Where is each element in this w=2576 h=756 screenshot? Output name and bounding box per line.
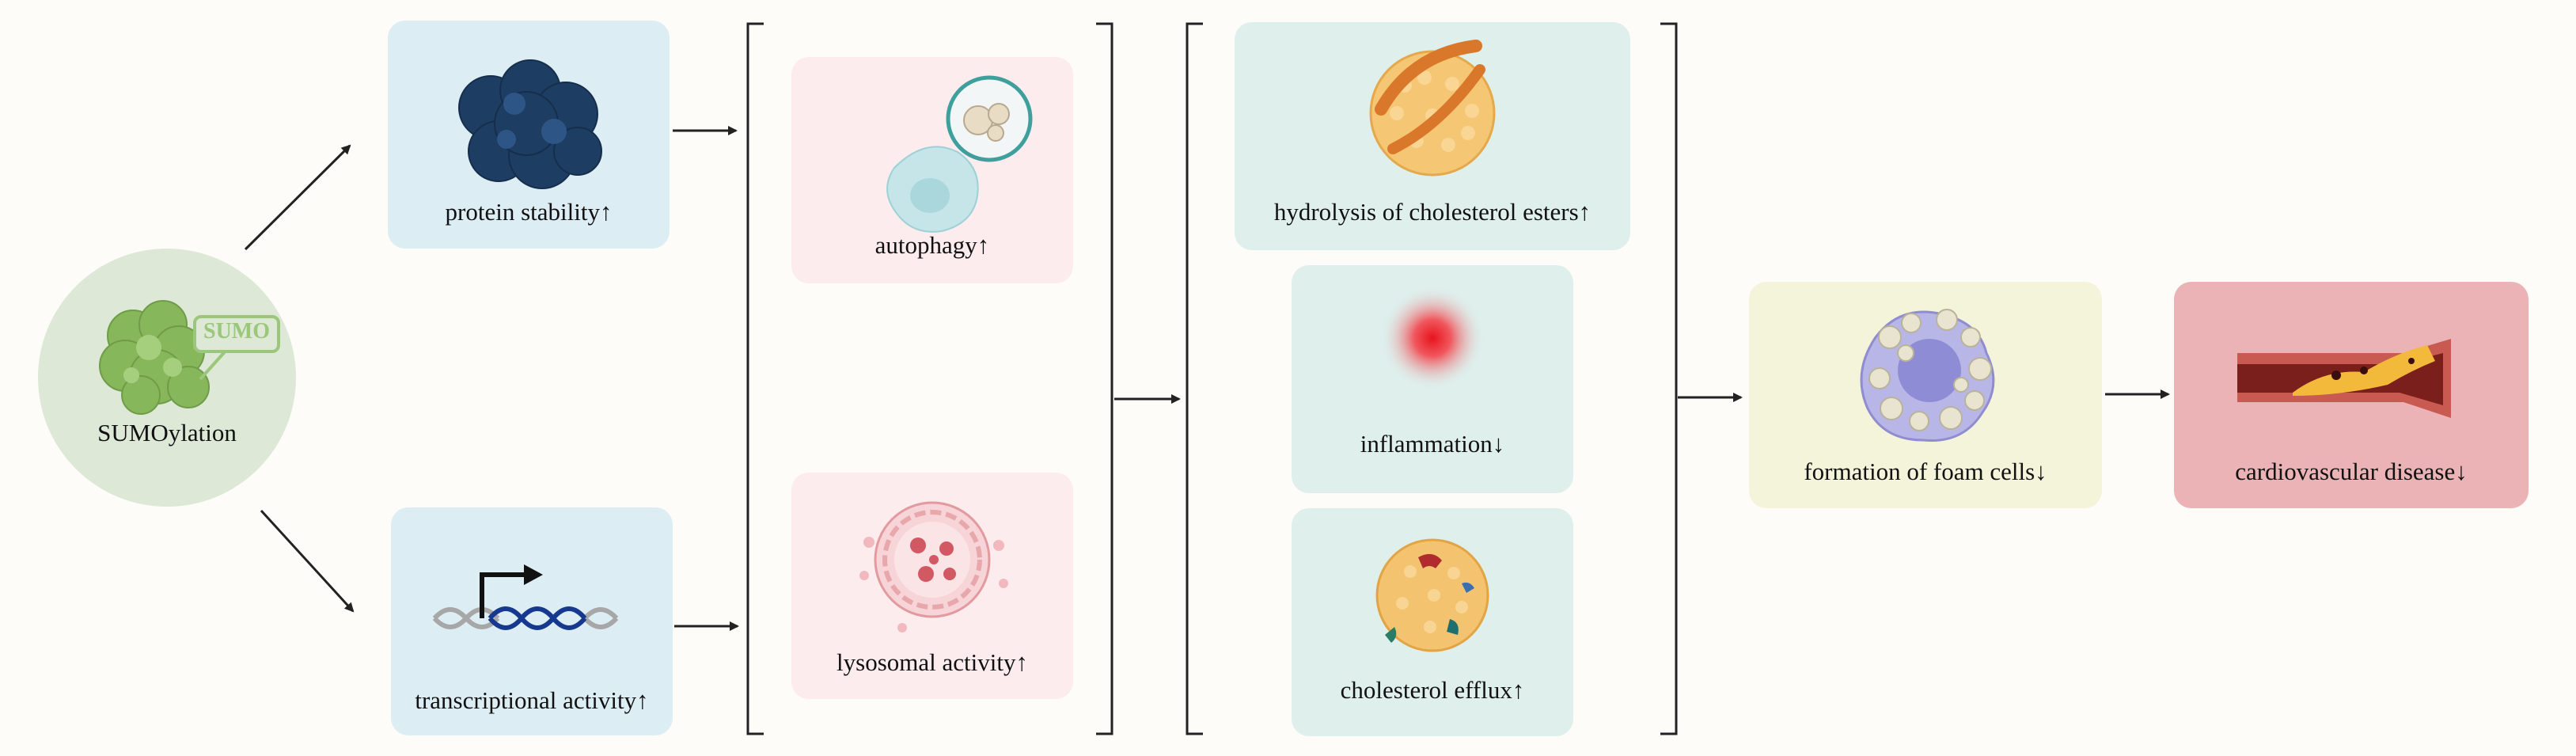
autophagy-label: autophagy↑ [874,231,990,259]
arrow-sumo-to-transcription [260,509,355,613]
protein-cluster-icon [458,59,602,189]
bracket-left-1 [746,22,764,735]
foam-cells-box: formation of foam cells↓ [1749,282,2102,508]
sumo-protein-icon [99,300,280,415]
inflammation-box: inflammation↓ [1292,265,1573,493]
protein-stability-label: protein stability↑ [445,198,613,226]
sumoylation-label: SUMOylation [97,419,237,446]
bracket-left-2 [1186,22,1203,735]
lysosomal-activity-box: lysosomal activity↑ [791,473,1073,699]
autophagy-cell-icon [886,75,1033,233]
bracket-right-2 [1660,22,1678,735]
transcriptional-activity-label: transcriptional activity↑ [415,686,649,714]
arrow-sumo-to-stability [244,144,351,251]
cardiovascular-disease-box: cardiovascular disease↓ [2174,282,2529,508]
bracket-right-1 [1096,22,1113,735]
cardiovascular-disease-label: cardiovascular disease↓ [2235,458,2468,485]
foam-cells-label: formation of foam cells↓ [1804,458,2047,485]
cholesterol-efflux-box: cholesterol efflux↑ [1292,508,1573,736]
artery-plaque-icon [2237,339,2451,418]
sumo-tag-label: SUMO [203,319,270,344]
dna-transcription-icon [432,564,619,630]
lipid-droplet-icon [1369,40,1496,177]
hydrolysis-label: hydrolysis of cholesterol esters↑ [1273,198,1592,226]
autophagy-box: autophagy↑ [791,57,1073,283]
lysosomal-activity-label: lysosomal activity↑ [837,648,1028,676]
inflammation-label: inflammation↓ [1360,430,1505,458]
cholesterol-efflux-label: cholesterol efflux↑ [1340,676,1525,704]
inflammation-icon [1380,286,1485,390]
transcriptional-activity-box: transcriptional activity↑ [391,507,673,735]
protein-stability-box: protein stability↑ [388,21,670,249]
sumoylation-node: SUMO SUMOylation [38,249,296,507]
lysosome-icon [859,501,1008,633]
hydrolysis-box: hydrolysis of cholesterol esters↑ [1235,22,1630,250]
foam-cell-icon [1860,309,1995,443]
efflux-droplet-icon [1375,538,1489,652]
